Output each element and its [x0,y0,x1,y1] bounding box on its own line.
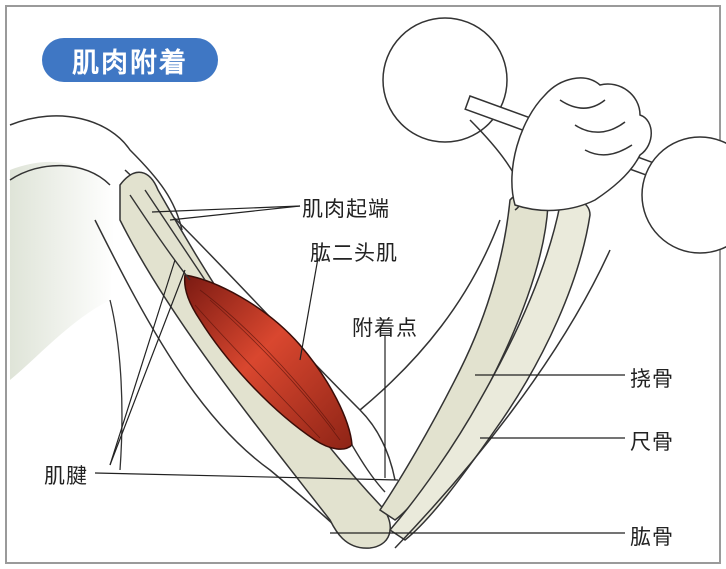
shoulder-shade [10,162,115,380]
label-tendon: 肌腱 [44,460,88,490]
label-origin: 肌肉起端 [302,193,390,223]
fist [512,78,651,210]
label-humerus: 肱骨 [630,521,674,551]
label-ulna: 尺骨 [630,426,674,456]
label-insertion: 附着点 [352,312,418,342]
label-biceps: 肱二头肌 [310,237,398,267]
label-radius: 挠骨 [630,363,674,393]
diagram-title: 肌肉附着 [42,38,218,82]
